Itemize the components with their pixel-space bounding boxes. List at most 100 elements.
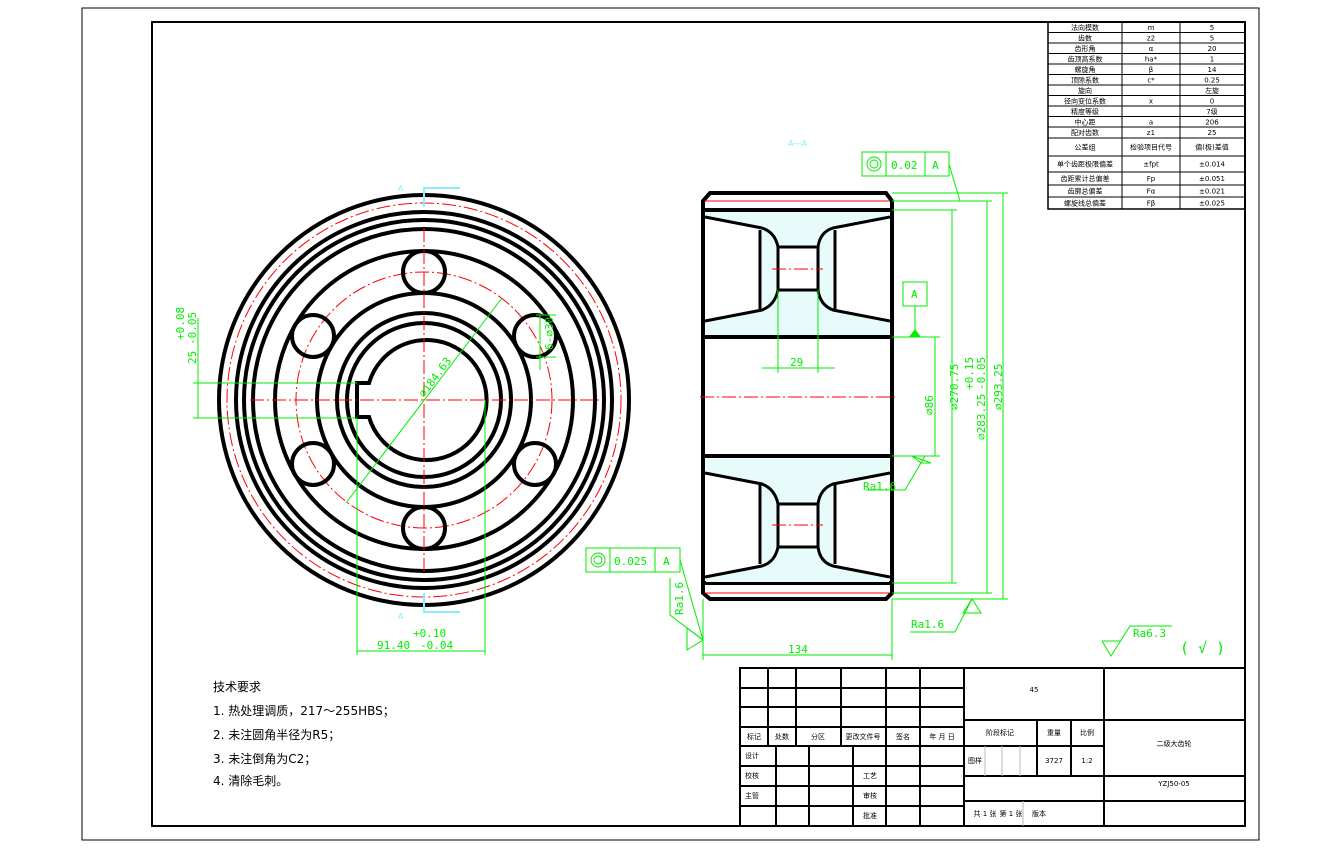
gear-table-cell: 检验项目代号: [1130, 143, 1172, 152]
gear-table-cell: Fα: [1147, 188, 1156, 196]
gear-table-cell: 0: [1210, 97, 1214, 105]
svg-text:A: A: [398, 612, 404, 621]
svg-text:A: A: [911, 288, 918, 301]
svg-text:二级大齿轮: 二级大齿轮: [1157, 739, 1192, 748]
gear-table-cell: 左旋: [1205, 86, 1219, 95]
svg-text:主管: 主管: [745, 791, 759, 800]
svg-text:⌀283.25: ⌀283.25: [975, 394, 988, 440]
side-view: A—A 29 ⌀86 ⌀270.75 ⌀283.25 -0.05 +0.15 ⌀…: [669, 139, 1008, 660]
svg-text:重量: 重量: [1047, 729, 1061, 737]
svg-text:分区: 分区: [811, 732, 825, 741]
svg-text:91.40: 91.40: [377, 639, 410, 652]
gear-table-cell: 齿数: [1078, 33, 1092, 42]
svg-text:3727: 3727: [1045, 757, 1063, 765]
gear-table-cell: 配对齿数: [1071, 128, 1099, 137]
gear-table-cell: ha*: [1145, 55, 1158, 63]
svg-text:⌀293.25: ⌀293.25: [992, 364, 1005, 410]
svg-text:⌀86: ⌀86: [923, 395, 936, 415]
svg-text:134: 134: [788, 643, 808, 656]
gear-table-cell: 5: [1210, 34, 1214, 42]
svg-text:0.02: 0.02: [891, 159, 918, 172]
gear-table-cell: 旋向: [1078, 86, 1092, 95]
svg-text:审核: 审核: [863, 791, 877, 800]
gear-table-cell: α: [1149, 45, 1154, 53]
svg-text:1:2: 1:2: [1081, 757, 1092, 765]
gear-table-cell: c*: [1147, 76, 1155, 84]
inner-frame: [151, 21, 1246, 827]
bore-with-keyway: [355, 338, 489, 462]
gear-table-cell: 齿顶高系数: [1068, 54, 1103, 63]
gear-table-cell: a: [1149, 118, 1153, 126]
svg-text:版本: 版本: [1032, 809, 1046, 818]
tolerance-frame-side: 0.02 A: [861, 151, 961, 202]
gear-table-cell: 螺旋线总偏差: [1064, 199, 1106, 208]
general-roughness: Ra6.3 ( √ ): [1101, 625, 1225, 657]
svg-text:YZJ50-05: YZJ50-05: [1157, 780, 1189, 788]
tech-requirements: 技术要求 1. 热处理调质，217～255HBS； 2. 未注圆角半径为R5； …: [213, 680, 395, 788]
gear-table-cell: ±0.021: [1199, 188, 1225, 196]
gear-table-cell: ±0.025: [1199, 200, 1225, 208]
svg-text:工艺: 工艺: [863, 772, 877, 780]
svg-text:阶段标记: 阶段标记: [986, 728, 1014, 737]
svg-text:签名: 签名: [896, 732, 910, 741]
svg-text:+0.10: +0.10: [413, 627, 446, 640]
gear-table-cell: z1: [1147, 129, 1155, 137]
svg-text:标记: 标记: [747, 732, 761, 741]
svg-text:设计: 设计: [745, 751, 759, 760]
svg-text:⌀184.63: ⌀184.63: [416, 355, 454, 400]
svg-text:6-⌀30: 6-⌀30: [543, 317, 556, 350]
svg-text:处数: 处数: [775, 732, 789, 741]
outer-border: [81, 7, 1260, 841]
gear-table-cell: 206: [1205, 118, 1219, 126]
svg-text:A: A: [932, 159, 939, 172]
svg-text:29: 29: [790, 356, 803, 369]
gear-table-cell: ±fpt: [1143, 161, 1159, 169]
gear-table-cell: 齿廓总偏差: [1068, 187, 1103, 196]
svg-text:Ra1.6: Ra1.6: [911, 618, 944, 631]
svg-text:年 月 日: 年 月 日: [929, 732, 954, 741]
svg-text:批准: 批准: [863, 811, 877, 820]
gear-table-cell: β: [1149, 66, 1153, 74]
gear-table-cell: m: [1148, 24, 1155, 32]
svg-text:Ra1.6: Ra1.6: [673, 582, 686, 615]
gear-table-cell: 偏(极)差值: [1195, 143, 1228, 152]
gear-table-cell: 20: [1208, 45, 1217, 53]
gear-table-cell: 单个齿距极限偏差: [1057, 160, 1113, 169]
front-view: A A ⌀184.63 6-⌀30 25 -0.05 +0.08 91.40 -…: [174, 184, 704, 655]
gear-table-cell: 7级: [1206, 107, 1217, 116]
svg-text:45: 45: [1030, 686, 1039, 694]
roughness-marks: Ra1.6 Ra1.6 Ra1.6: [669, 455, 982, 651]
svg-text:3. 未注倒角为C2；: 3. 未注倒角为C2；: [213, 751, 316, 766]
gear-table-cell: Fp: [1147, 175, 1156, 183]
datum-a: A: [902, 281, 928, 337]
svg-text:0.025: 0.025: [614, 555, 647, 568]
gear-table-cell: 公差组: [1075, 143, 1096, 152]
gear-table-cell: 顶隙系数: [1071, 75, 1099, 84]
gear-table-cell: 齿形角: [1075, 44, 1096, 53]
svg-text:A: A: [663, 555, 670, 568]
svg-text:第 1 张: 第 1 张: [1000, 809, 1023, 818]
gear-table-cell: 5: [1210, 24, 1214, 32]
tolerance-frame-front: 0.025 A: [585, 547, 704, 641]
svg-text:⌀270.75: ⌀270.75: [948, 364, 961, 410]
svg-text:A: A: [398, 184, 404, 193]
gear-table-cell: Fβ: [1147, 200, 1156, 208]
svg-text:1. 热处理调质，217～255HBS；: 1. 热处理调质，217～255HBS；: [213, 704, 395, 718]
svg-text:+0.15: +0.15: [963, 357, 976, 390]
title-block: 45 标记 处数 分区 更改文件号 签名 年 月 日 设计 校核 主管 工艺 审…: [739, 667, 1246, 827]
svg-text:Ra6.3: Ra6.3: [1133, 627, 1166, 640]
svg-text:更改文件号: 更改文件号: [846, 732, 881, 741]
gear-table-cell: ±0.051: [1199, 175, 1225, 183]
svg-text:校核: 校核: [745, 771, 759, 780]
gear-table-cell: 14: [1208, 66, 1217, 74]
gear-table-cell: ±0.014: [1199, 161, 1225, 169]
gear-table-cell: 齿距累计总偏差: [1061, 174, 1110, 183]
gear-table-cell: z2: [1147, 34, 1155, 42]
gear-table-cell: 精度等级: [1071, 107, 1099, 116]
gear-table-cell: 径向变位系数: [1064, 96, 1106, 105]
svg-text:2. 未注圆角半径为R5；: 2. 未注圆角半径为R5；: [213, 727, 340, 742]
svg-text:4. 清除毛刺。: 4. 清除毛刺。: [213, 773, 288, 788]
svg-text:共 1 张: 共 1 张: [974, 809, 997, 818]
